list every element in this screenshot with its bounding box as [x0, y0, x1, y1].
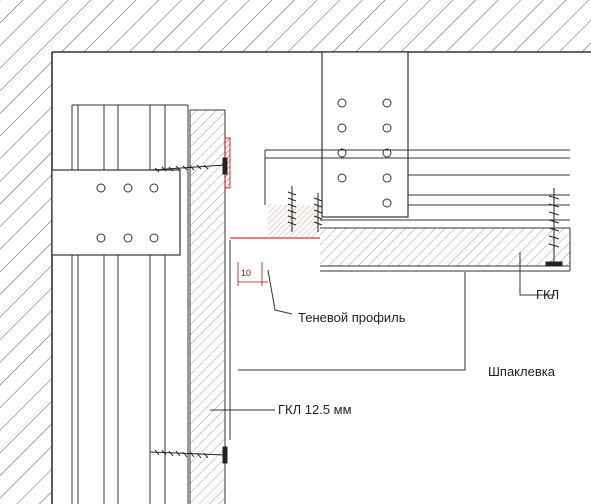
wall-bracket: [51, 169, 181, 256]
dimension-label: 10: [241, 268, 251, 278]
ceiling-hanger: [321, 51, 409, 218]
ceiling-profile: [264, 149, 570, 221]
shadow-profile-label: Теневой профиль: [298, 310, 406, 325]
ceiling-gkl-board: [320, 227, 571, 272]
wall-profile: [71, 104, 189, 504]
gkl-ceiling-label: ГКЛ: [536, 287, 559, 302]
screw-ceiling-left: [287, 186, 323, 232]
shadow-profile: [224, 137, 320, 239]
screw-wall-top: [151, 157, 228, 175]
screw-ceiling-right: [545, 188, 563, 267]
screw-wall-bottom: [149, 446, 228, 464]
putty-label: Шпаклевка: [488, 364, 556, 379]
leader-lines: [210, 252, 555, 411]
gkl-wall-label: ГКЛ 12.5 мм: [278, 402, 352, 417]
shadow-gap-dimension: 10: [237, 262, 268, 286]
